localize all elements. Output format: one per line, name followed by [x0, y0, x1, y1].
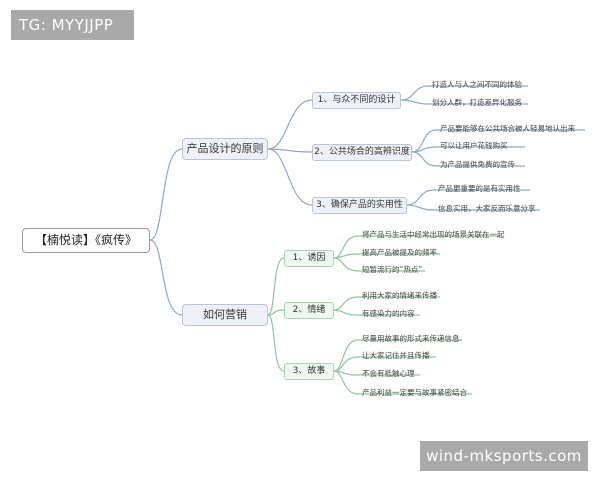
- leaf-text: 让大家记住并且传播: [362, 351, 430, 360]
- leaf-text: 提高产品被提及的频率: [362, 248, 437, 257]
- link-b1-s3: [267, 148, 313, 206]
- link-b2-s2: [267, 309, 285, 316]
- leaf-text: 尽量用故事的形式来传递信息: [362, 334, 460, 343]
- leaf-text: 有感染力的内容: [362, 309, 415, 318]
- sub-node: 3、确保产品的实用性: [312, 197, 407, 214]
- leaf-line: [406, 189, 530, 206]
- leaf-text: 划分人群，打造差异化服务: [432, 98, 522, 107]
- leaf-text: 产品要能够在公共场合被人轻易地认出来: [440, 124, 575, 133]
- link-b1-s1: [267, 99, 313, 150]
- sub-node: 1、与众不同的设计: [312, 92, 401, 109]
- sub-node: 2、公共场合的高辨识度: [312, 144, 412, 161]
- link-root-branch1: [149, 148, 183, 241]
- leaf-text: 打造人与人之间不同的体验: [432, 80, 522, 89]
- link-b2-s1: [267, 257, 285, 316]
- leaf-text: 短暂流行的“热点”: [362, 265, 423, 274]
- leaf-text: 不会有抵触心理: [362, 369, 415, 378]
- link-root-branch2: [149, 239, 183, 316]
- leaf-line: [400, 99, 528, 105]
- leaf-text: 利用大家的情绪来传播: [362, 291, 437, 300]
- leaf-line: [333, 356, 436, 372]
- leaf-line: [333, 370, 472, 395]
- leaf-line: [333, 309, 420, 316]
- leaf-text: 可以让用户花钱购买: [440, 141, 508, 150]
- leaf-line: [333, 257, 425, 272]
- leaf-line: [333, 235, 500, 259]
- link-b1-s2: [267, 148, 313, 153]
- link-b2-s3: [267, 314, 285, 372]
- leaf-text: 将产品与生活中经常出现的场景关联在一起: [362, 230, 505, 239]
- leaf-text: 为产品提供免费的宣传: [440, 160, 515, 169]
- leaf-line: [333, 296, 440, 311]
- leaf-line: [411, 151, 525, 167]
- leaf-text: 信息实用，大家反而乐意分享: [438, 204, 536, 213]
- leaf-text: 产品更重要的是有实用性: [438, 184, 521, 193]
- branch-design-principles: 产品设计的原则: [182, 138, 268, 160]
- sub-node: 3、故事: [284, 363, 334, 380]
- watermark-bottom: wind-mksports.com: [420, 441, 588, 471]
- sub-node: 1、诱因: [284, 250, 334, 267]
- watermark-top: TG: MYYJJPP: [11, 10, 134, 40]
- sub-node: 2、情绪: [284, 302, 334, 319]
- root-node: 【楠悦读】《疯传》: [22, 228, 150, 253]
- leaf-text: 产品利益一定要与故事紧密结合: [362, 388, 467, 397]
- leaf-line: [406, 204, 540, 211]
- leaf-line: [333, 253, 440, 259]
- branch-marketing: 如何营销: [182, 304, 268, 326]
- leaf-line: [400, 85, 528, 101]
